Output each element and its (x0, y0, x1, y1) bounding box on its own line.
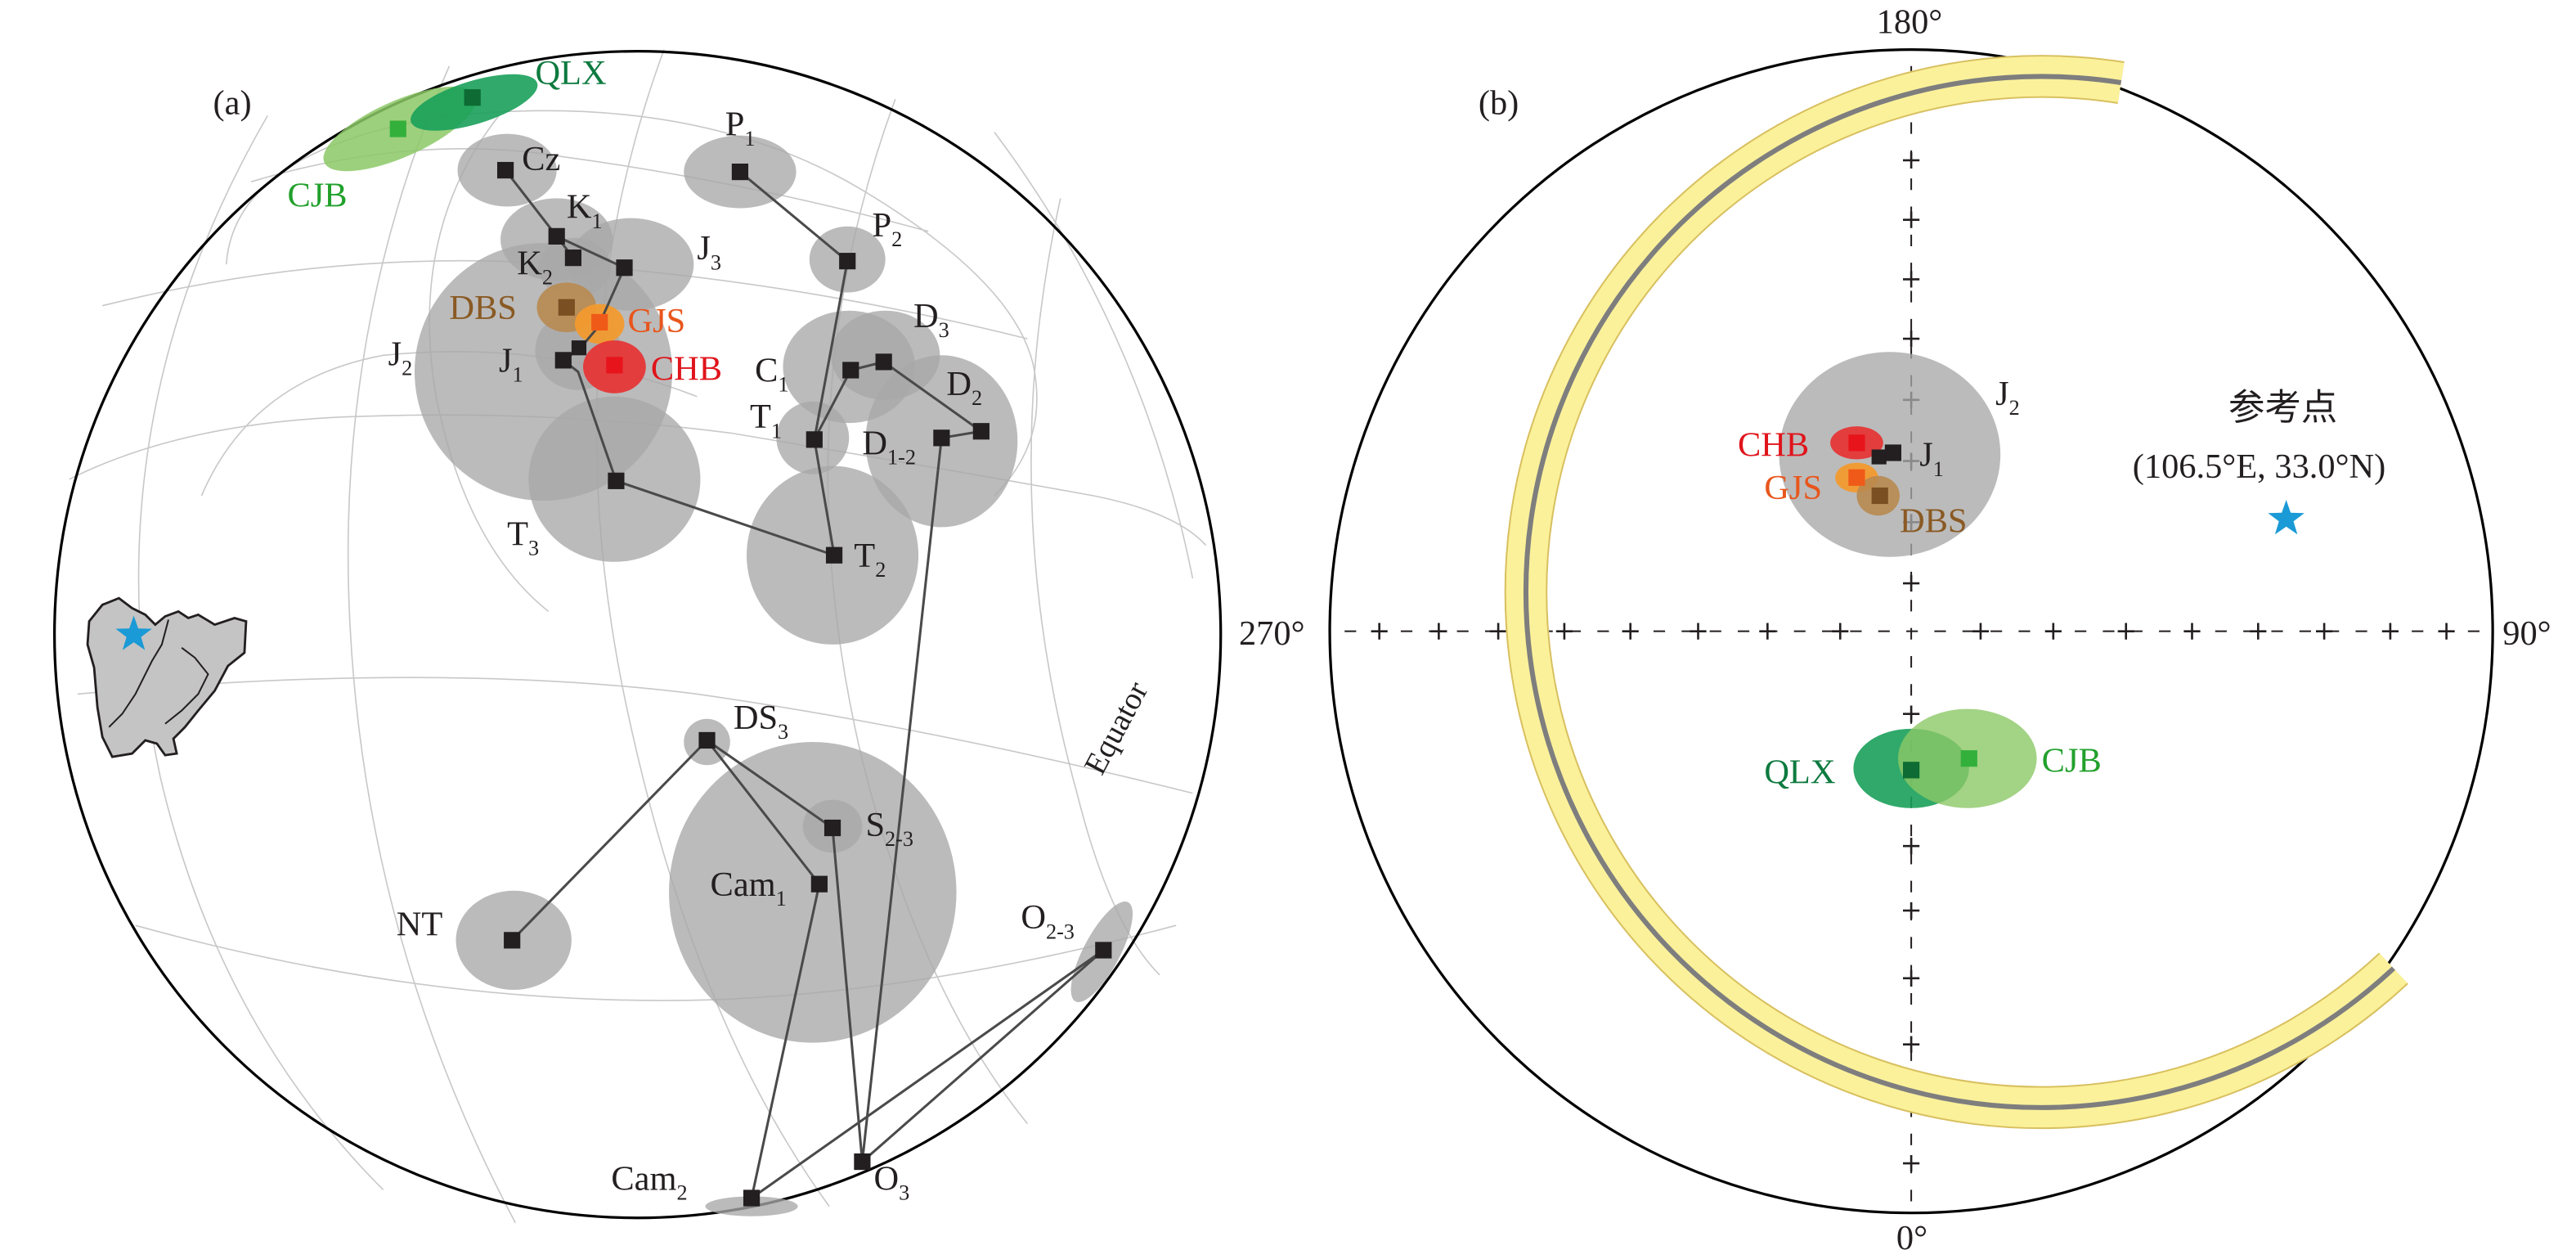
label-gjs: GJS (628, 302, 686, 340)
pole-d3 (875, 353, 892, 371)
label-c1: C1 (755, 352, 788, 397)
pole-gjs (591, 313, 608, 330)
pole-d2 (972, 423, 990, 440)
label-j2: J2 (388, 335, 413, 380)
pole-k2 (564, 250, 581, 267)
label-p1: P1 (725, 106, 756, 151)
pole-qlx-b (1903, 762, 1920, 779)
label-cjb: CJB (287, 177, 347, 215)
label-ds3: DS3 (734, 699, 788, 744)
panel-b-label: (b) (1479, 83, 1519, 122)
reference-star-icon-b (2268, 500, 2304, 535)
label-d3: D3 (913, 297, 949, 342)
reference-point-title: 参考点 (2228, 387, 2337, 428)
reference-star-icon (115, 615, 152, 650)
pole-t3 (608, 472, 625, 489)
tectonic-boundary-2 (164, 647, 209, 725)
panel-a: Equator (53, 49, 1223, 1224)
equator-label: Equator (1078, 676, 1155, 780)
label-cjb-b: CJB (2042, 741, 2102, 780)
label-qlx-b: QLX (1764, 753, 1835, 791)
pole-c1 (842, 362, 859, 379)
pole-j3 (616, 259, 633, 277)
tectonic-boundary (108, 619, 169, 728)
pole-chb-b (1848, 434, 1865, 452)
label-chb: CHB (651, 350, 722, 389)
pole-p1 (731, 163, 749, 181)
south-china-map (86, 596, 248, 758)
label-t3: T3 (507, 515, 539, 560)
label-dbs-b: DBS (1900, 501, 1968, 540)
pole-j1-b-2 (1884, 444, 1901, 461)
label-p2: P2 (873, 206, 903, 251)
label-k1: K1 (567, 188, 603, 233)
label-j1: J1 (499, 342, 523, 387)
pole-dbs-b (1871, 487, 1888, 505)
pole-gjs-b (1848, 469, 1865, 486)
label-s23: S2-3 (865, 806, 913, 851)
pole-j1a (571, 340, 587, 356)
pole-o23 (1095, 942, 1112, 959)
pole-markers (496, 161, 1112, 1207)
pole-chb (606, 357, 623, 374)
label-qlx: QLX (535, 54, 606, 92)
pole-qlx (464, 89, 481, 106)
label-nt: NT (397, 905, 443, 943)
pole-cz (496, 161, 514, 179)
azimuth-right-label: 90° (2502, 614, 2551, 653)
label-cam1: Cam1 (711, 866, 787, 911)
azimuth-left-label: 270° (1239, 614, 1305, 653)
pole-ds3 (698, 731, 716, 749)
south-china-outline (86, 596, 248, 758)
primitive-circle (53, 50, 1223, 1220)
pole-p2 (839, 253, 856, 270)
label-t1: T1 (750, 398, 782, 443)
label-k2: K2 (517, 244, 553, 289)
azimuth-top-label: 180° (1877, 2, 1943, 41)
pole-o3 (854, 1153, 871, 1171)
pole-cjb (389, 120, 406, 137)
label-gjs-b: GJS (1764, 469, 1822, 507)
pole-s23 (824, 819, 841, 837)
panel-b: (b) 180° 0° 270° 90° 参考点 (106.5°E, 33.0°… (1239, 2, 2551, 1257)
small-circle-band (1504, 55, 2408, 1130)
label-o23: O2-3 (1021, 898, 1075, 943)
pole-nt (504, 932, 521, 949)
label-cam2: Cam2 (611, 1159, 687, 1204)
pole-j1-b-1 (1871, 449, 1887, 465)
label-chb-b: CHB (1738, 426, 1809, 465)
reference-point-coords: (106.5°E, 33.0°N) (2133, 447, 2386, 486)
pole-t1 (806, 431, 823, 448)
pole-d12 (933, 429, 950, 447)
pole-cam1 (810, 875, 828, 893)
small-circle-line (1523, 74, 2396, 1110)
label-d2: D2 (946, 365, 982, 410)
small-circle-band-inner (1506, 56, 2408, 1128)
label-t2: T2 (854, 537, 886, 582)
label-o3: O3 (874, 1159, 910, 1204)
label-cz: Cz (522, 140, 560, 178)
label-j1-b: J1 (1919, 436, 1944, 481)
label-j3: J3 (697, 229, 721, 274)
pole-t2 (825, 546, 843, 564)
pole-dbs (558, 299, 575, 316)
pole-cjb-b (1960, 750, 1977, 767)
label-j2-b: J2 (1995, 375, 2020, 420)
confidence-ellipses (414, 133, 1133, 1216)
primitive-circle-b (1328, 47, 2494, 1215)
pole-j1 (554, 352, 572, 369)
azimuth-bottom-label: 0° (1896, 1219, 1928, 1257)
panel-a-label: (a) (213, 83, 252, 122)
label-d12: D1-2 (862, 425, 916, 470)
pole-cam2 (743, 1189, 761, 1207)
pole-k1 (548, 227, 565, 245)
label-dbs: DBS (449, 289, 516, 327)
